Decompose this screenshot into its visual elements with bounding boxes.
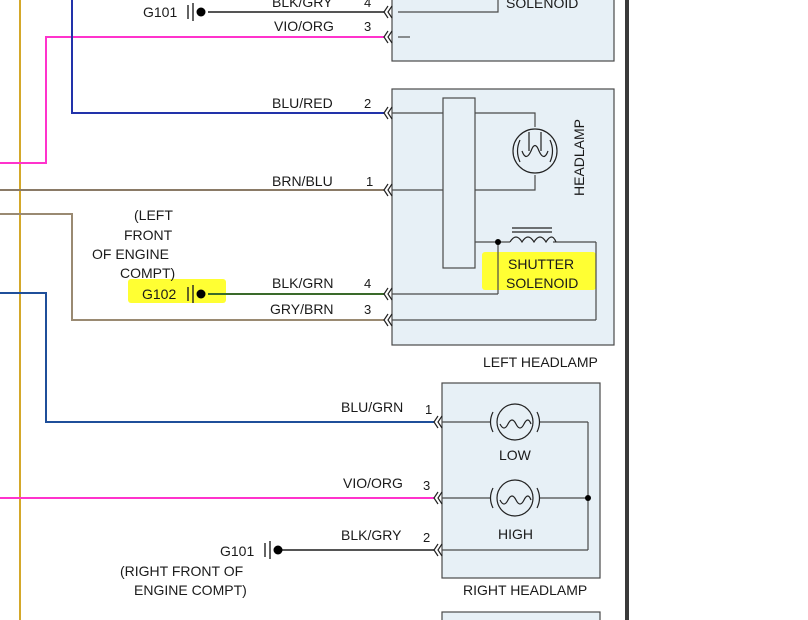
- wire-label-gry-brn: GRY/BRN: [270, 301, 334, 317]
- wire-label-blk-grn: BLK/GRN: [272, 275, 333, 291]
- pin-gry-brn: 3: [364, 302, 371, 317]
- pin-brn-blu: 1: [366, 174, 373, 189]
- headlamp-switch-bar: [442, 97, 476, 269]
- vio-org-wire-top: [0, 36, 384, 164]
- wire-label-top-blk-gry: BLK/GRY: [272, 0, 333, 10]
- solenoid-junction-dot: [495, 239, 501, 245]
- pin-vio-org: 3: [423, 478, 430, 493]
- shutter-solenoid-label-2: SOLENOID: [506, 275, 578, 291]
- pin-blk-gry: 2: [423, 530, 430, 545]
- location-left-front-line-4: COMPT): [120, 265, 175, 281]
- shutter-solenoid-label-1: SHUTTER: [508, 256, 574, 272]
- ground-label-g101-bottom: G101: [220, 543, 254, 559]
- right-headlamp-label: RIGHT HEADLAMP: [463, 582, 587, 598]
- location-right-front-line-2: ENGINE COMPT): [134, 582, 247, 598]
- pin-blk-grn: 4: [364, 276, 371, 291]
- wire-label-brn-blu: BRN/BLU: [272, 173, 333, 189]
- left-headlamp-bulb-icon: [512, 128, 558, 174]
- location-left-front-line-3: OF ENGINE: [92, 246, 169, 262]
- ground-label-g102: G102: [142, 286, 176, 302]
- wire-label-vio-org: VIO/ORG: [343, 475, 403, 491]
- left-headlamp-internals: [392, 112, 597, 321]
- headlamp-vertical-label: HEADLAMP: [571, 119, 587, 196]
- top-solenoid-inner-line: [398, 0, 499, 13]
- pin-blu-red: 2: [364, 96, 371, 111]
- wire-label-blu-grn: BLU/GRN: [341, 399, 403, 415]
- connector-symbols: [383, 5, 443, 557]
- left-headlamp-box: [391, 88, 615, 346]
- high-beam-label: HIGH: [498, 526, 533, 542]
- shutter-solenoid-highlight: [482, 252, 596, 290]
- wire-label-blu-red: BLU/RED: [272, 95, 333, 111]
- bottom-box-partial: [441, 611, 601, 620]
- wire-label-top-vio-org: VIO/ORG: [274, 18, 334, 34]
- low-beam-label: LOW: [499, 447, 532, 463]
- gry-brn-wire: [0, 213, 384, 321]
- ground-symbol-g101-top: [187, 3, 206, 21]
- left-headlamp-label: LEFT HEADLAMP: [483, 354, 598, 370]
- ground-label-g101-top: G101: [143, 4, 177, 20]
- ground-symbol-g102: [187, 285, 206, 303]
- blu-red-wire: [71, 0, 384, 114]
- high-beam-bulb-icon: [489, 479, 541, 517]
- location-left-front-line-2: FRONT: [124, 227, 173, 243]
- right-headlamp-junction-dot: [585, 495, 591, 501]
- ground-symbol-g101-bottom: [264, 541, 283, 559]
- page-right-border: [625, 0, 629, 620]
- wire-label-blk-gry: BLK/GRY: [341, 527, 402, 543]
- pin-top-blk-gry: 4: [364, 0, 371, 10]
- top-solenoid-box: [391, 0, 615, 62]
- blu-grn-wire: [0, 292, 434, 423]
- low-beam-bulb-icon: [489, 403, 541, 441]
- location-right-front-line-1: (RIGHT FRONT OF: [120, 563, 243, 579]
- location-left-front-line-1: (LEFT: [134, 207, 173, 223]
- pin-top-vio-org: 3: [364, 19, 371, 34]
- solenoid-coil-icon: [509, 227, 557, 244]
- right-headlamp-internals: [442, 421, 589, 551]
- top-solenoid-label: SOLENOID: [506, 0, 578, 11]
- pin-blu-grn: 1: [425, 402, 432, 417]
